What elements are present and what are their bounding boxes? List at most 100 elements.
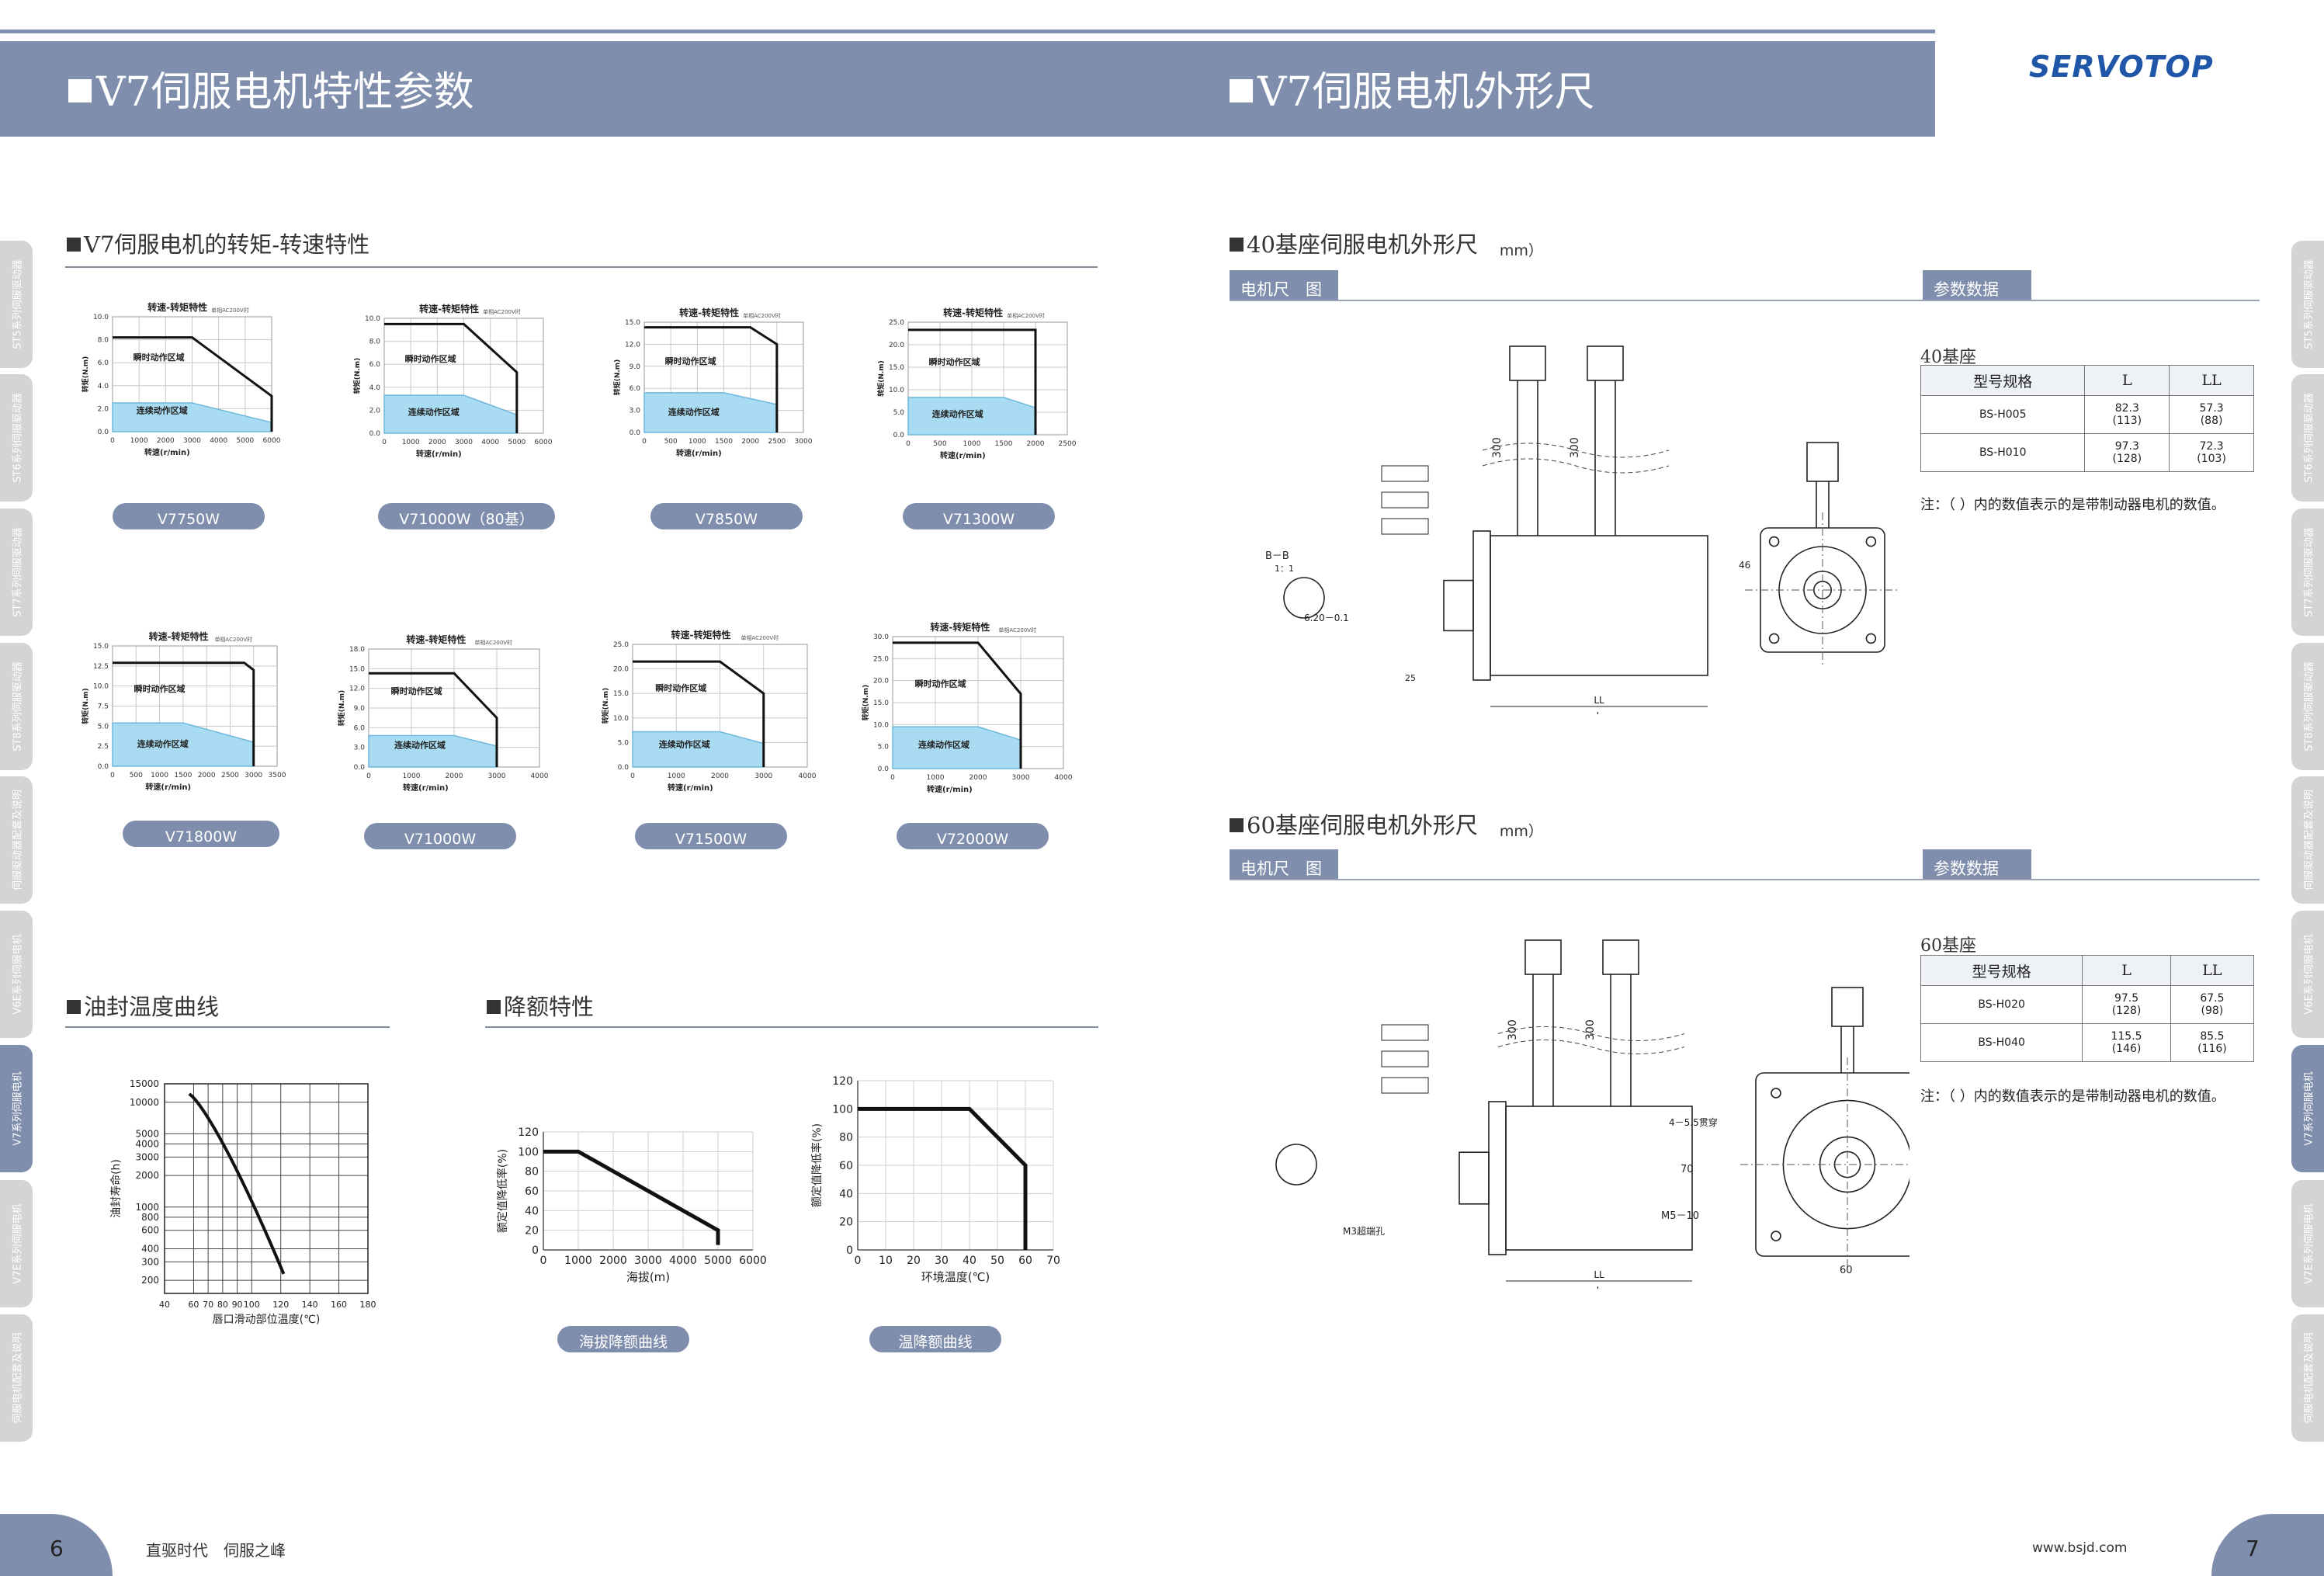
x-axis-label: 环境温度(℃) <box>921 1270 990 1284</box>
side-tab-right-3[interactable]: ST7系列伺服驱动器 <box>2291 509 2324 636</box>
continuous-label: 连续动作区域 <box>668 406 720 417</box>
side-tab-label: ST6系列伺服驱动器 <box>12 393 24 483</box>
momentary-label: 瞬时动作区域 <box>665 356 716 366</box>
y-axis-label: 转矩(N.m) <box>601 688 610 724</box>
side-tab-right-7[interactable]: V7系列伺服电机 <box>2291 1045 2324 1172</box>
side-tab-right-1[interactable]: ST5系列伺服驱动器 <box>2291 241 2324 368</box>
side-tab-left-3[interactable]: ST7系列伺服驱动器 <box>0 509 33 636</box>
side-tab-left-6[interactable]: V6E系列伺服电机 <box>0 911 33 1038</box>
cable-length-label: 300 <box>1569 437 1581 458</box>
chart-title: 转速-转矩特性 <box>930 621 990 633</box>
y-tick-label: 15.0 <box>873 699 889 707</box>
x-tick-label: 60 <box>1018 1255 1032 1267</box>
chart-label-5: V71800W <box>123 821 279 847</box>
footer-url[interactable]: www.bsjd.com <box>2032 1540 2128 1556</box>
side-tab-left-5[interactable]: 伺服驱动器配套及说明 <box>0 776 33 904</box>
y-axis-label: 转矩(N.m) <box>612 359 622 396</box>
continuous-label: 连续动作区域 <box>394 740 446 751</box>
continuous-label: 连续动作区域 <box>408 406 460 417</box>
y-tick-label: 15.0 <box>613 690 629 698</box>
cable-length-label: 300 <box>1507 1019 1519 1040</box>
y-tick-label: 20 <box>525 1225 539 1238</box>
side-tab-left-9[interactable]: 伺服电机配套及说明 <box>0 1314 33 1442</box>
sec60-rule <box>1230 879 2260 880</box>
x-axis-label: 转速(r/min) <box>676 448 722 458</box>
x-tick-label: 160 <box>331 1300 347 1310</box>
x-tick-label: 3000 <box>1012 774 1030 782</box>
y-tick-label: 200 <box>141 1275 159 1286</box>
y-tick-label: 18.0 <box>349 646 365 654</box>
side-tab-right-8[interactable]: V7E系列伺服电机 <box>2291 1180 2324 1307</box>
y-tick-label: 12.5 <box>93 663 109 671</box>
side-tab-right-6[interactable]: V6E系列伺服电机 <box>2291 911 2324 1038</box>
side-tab-label: ST6系列伺服驱动器 <box>2303 393 2315 483</box>
dim-46-label: 46 <box>1739 560 1750 571</box>
side-tab-right-2[interactable]: ST6系列伺服驱动器 <box>2291 374 2324 502</box>
side-tab-right-9[interactable]: 伺服电机配套及说明 <box>2291 1314 2324 1442</box>
chart-label-6: V71000W <box>364 823 516 849</box>
continuous-label: 连续动作区域 <box>137 404 188 415</box>
momentary-line <box>369 672 498 767</box>
y-tick-label: 600 <box>141 1225 159 1236</box>
side-tab-label: 伺服驱动器配套及说明 <box>2303 789 2315 891</box>
side-tab-left-4[interactable]: ST8系列伺服驱动器 <box>0 643 33 770</box>
chart-label-4: V71300W <box>903 503 1055 529</box>
side-tab-label: V7E系列伺服电机 <box>2303 1203 2315 1284</box>
side-tab-label: V7系列伺服电机 <box>2303 1071 2315 1146</box>
momentary-line <box>633 660 765 767</box>
table60-header-ll: LL <box>2170 955 2255 986</box>
side-tab-left-1[interactable]: ST5系列伺服驱动器 <box>0 241 33 368</box>
x-tick-label: 0 <box>906 440 911 448</box>
y-tick-label: 15.0 <box>93 643 109 651</box>
oil-rule <box>65 1026 390 1028</box>
tolerance-frame <box>1381 1024 1429 1041</box>
x-tick-label: 3000 <box>634 1255 662 1267</box>
continuous-label: 连续动作区域 <box>932 408 983 419</box>
ac-note: 单相AC200V时 <box>741 634 779 641</box>
momentary-line <box>644 326 779 432</box>
dim-L-label: L <box>1597 710 1602 714</box>
x-tick-label: 1000 <box>689 438 706 446</box>
x-tick-label: 0 <box>540 1255 547 1267</box>
section-scale-label: 1：1 <box>1275 564 1294 574</box>
y-tick-label: 6.0 <box>369 361 381 369</box>
x-tick-label: 1000 <box>403 772 421 780</box>
table60-note: 注：（ ）内的数值表示的是带制动器电机的数值。 <box>1920 1088 2225 1105</box>
x-tick-label: 90 <box>232 1300 243 1310</box>
derate-section-title: 降额特性 <box>487 989 594 1022</box>
y-tick-label: 8.0 <box>369 338 381 346</box>
x-axis-label: 转速(r/min) <box>668 783 713 793</box>
oil-section-title: 油封温度曲线 <box>67 989 219 1022</box>
momentary-label: 瞬时动作区域 <box>405 353 456 364</box>
side-tab-right-5[interactable]: 伺服驱动器配套及说明 <box>2291 776 2324 904</box>
chart-label-8: V72000W <box>897 823 1049 849</box>
chart-label-1: V7750W <box>113 503 265 529</box>
tolerance-frame <box>1381 465 1429 482</box>
side-tab-left-7[interactable]: V7系列伺服电机 <box>0 1045 33 1172</box>
y-tick-label: 9.0 <box>354 705 366 713</box>
x-tick-label: 1000 <box>130 437 148 445</box>
x-tick-label: 4000 <box>531 772 549 780</box>
x-tick-label: 2500 <box>768 438 786 446</box>
y-tick-label: 4.0 <box>98 383 109 391</box>
x-tick-label: 1000 <box>564 1255 592 1267</box>
chart-title: 转速-转矩特性 <box>147 301 207 313</box>
momentary-line <box>384 322 519 433</box>
x-axis-label: 转速(r/min) <box>927 784 973 794</box>
side-tab-left-2[interactable]: ST6系列伺服驱动器 <box>0 374 33 502</box>
y-tick-label: 25.0 <box>613 641 629 649</box>
x-tick-label: 180 <box>360 1300 376 1310</box>
momentary-line <box>113 336 273 432</box>
derate-rule <box>485 1026 1098 1028</box>
oil-seal-line <box>188 1092 286 1275</box>
side-tab-right-4[interactable]: ST8系列伺服驱动器 <box>2291 643 2324 770</box>
sec40-rule <box>1230 300 2260 301</box>
x-tick-label: 40 <box>159 1300 170 1310</box>
side-tab-left-8[interactable]: V7E系列伺服电机 <box>0 1180 33 1307</box>
